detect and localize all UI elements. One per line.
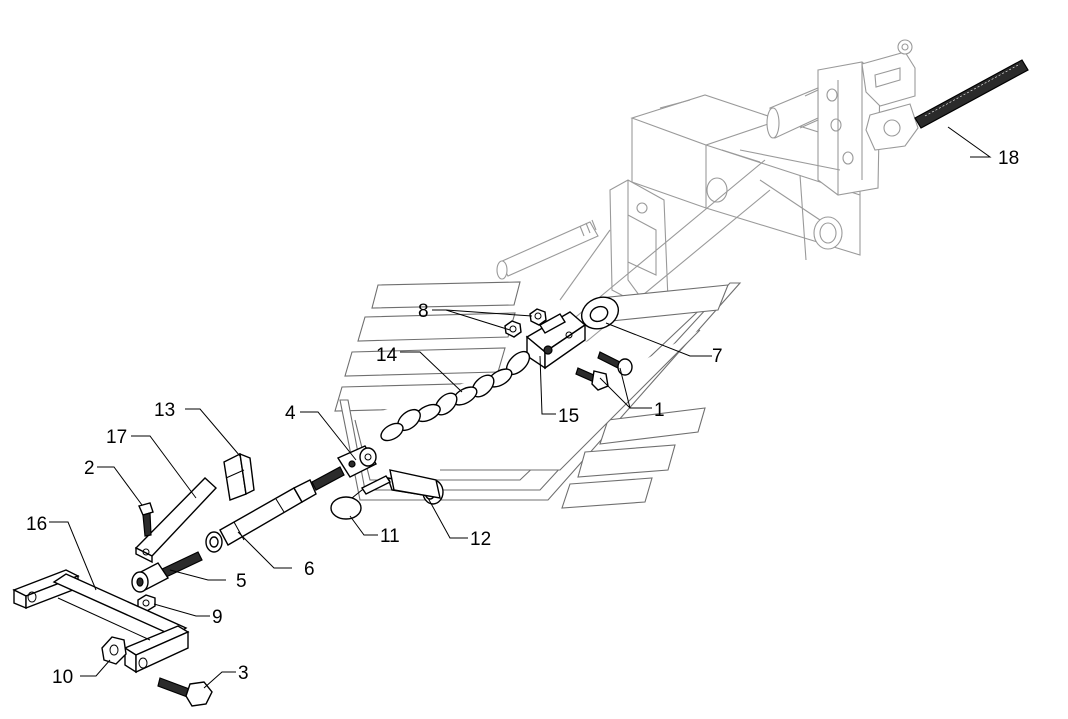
callout-18: 18 bbox=[998, 148, 1019, 169]
callout-11: 11 bbox=[380, 526, 400, 547]
tractor-frame-ghost bbox=[496, 39, 919, 381]
leader-lines bbox=[49, 126, 992, 689]
callout-2: 2 bbox=[84, 458, 95, 479]
eye-bolt bbox=[131, 551, 203, 593]
drawbar-frame bbox=[12, 569, 190, 674]
assembly-guide-slabs bbox=[334, 281, 742, 509]
callout-8: 8 bbox=[418, 301, 429, 322]
bolts bbox=[575, 351, 633, 391]
hex-nuts bbox=[504, 308, 547, 338]
callout-7: 7 bbox=[712, 346, 723, 367]
frame-bolt bbox=[157, 677, 213, 707]
callout-14: 14 bbox=[376, 345, 398, 366]
callout-6: 6 bbox=[304, 559, 315, 580]
chain bbox=[380, 350, 531, 442]
callout-15: 15 bbox=[558, 406, 579, 427]
callout-13: 13 bbox=[154, 400, 175, 421]
callout-9: 9 bbox=[212, 607, 223, 628]
turnbuckle-body bbox=[205, 479, 317, 553]
callout-3: 3 bbox=[238, 663, 249, 684]
callout-16: 16 bbox=[26, 514, 47, 535]
clevis-yoke bbox=[311, 445, 377, 491]
spring-clip-pin bbox=[330, 475, 392, 520]
retaining-clip bbox=[223, 452, 255, 501]
callout-1: 1 bbox=[654, 400, 665, 421]
callout-17: 17 bbox=[106, 427, 127, 448]
callout-5: 5 bbox=[236, 571, 247, 592]
ring-eye bbox=[580, 296, 620, 330]
callout-12: 12 bbox=[470, 529, 491, 550]
threaded-rod bbox=[914, 59, 1029, 129]
small-bolt bbox=[138, 502, 154, 537]
callout-10: 10 bbox=[52, 667, 73, 688]
frame-nut bbox=[101, 636, 127, 665]
callout-numbers: 18 7 8 14 1 15 12 11 4 6 5 9 13 17 2 16 … bbox=[26, 148, 1019, 688]
callout-4: 4 bbox=[285, 403, 296, 424]
